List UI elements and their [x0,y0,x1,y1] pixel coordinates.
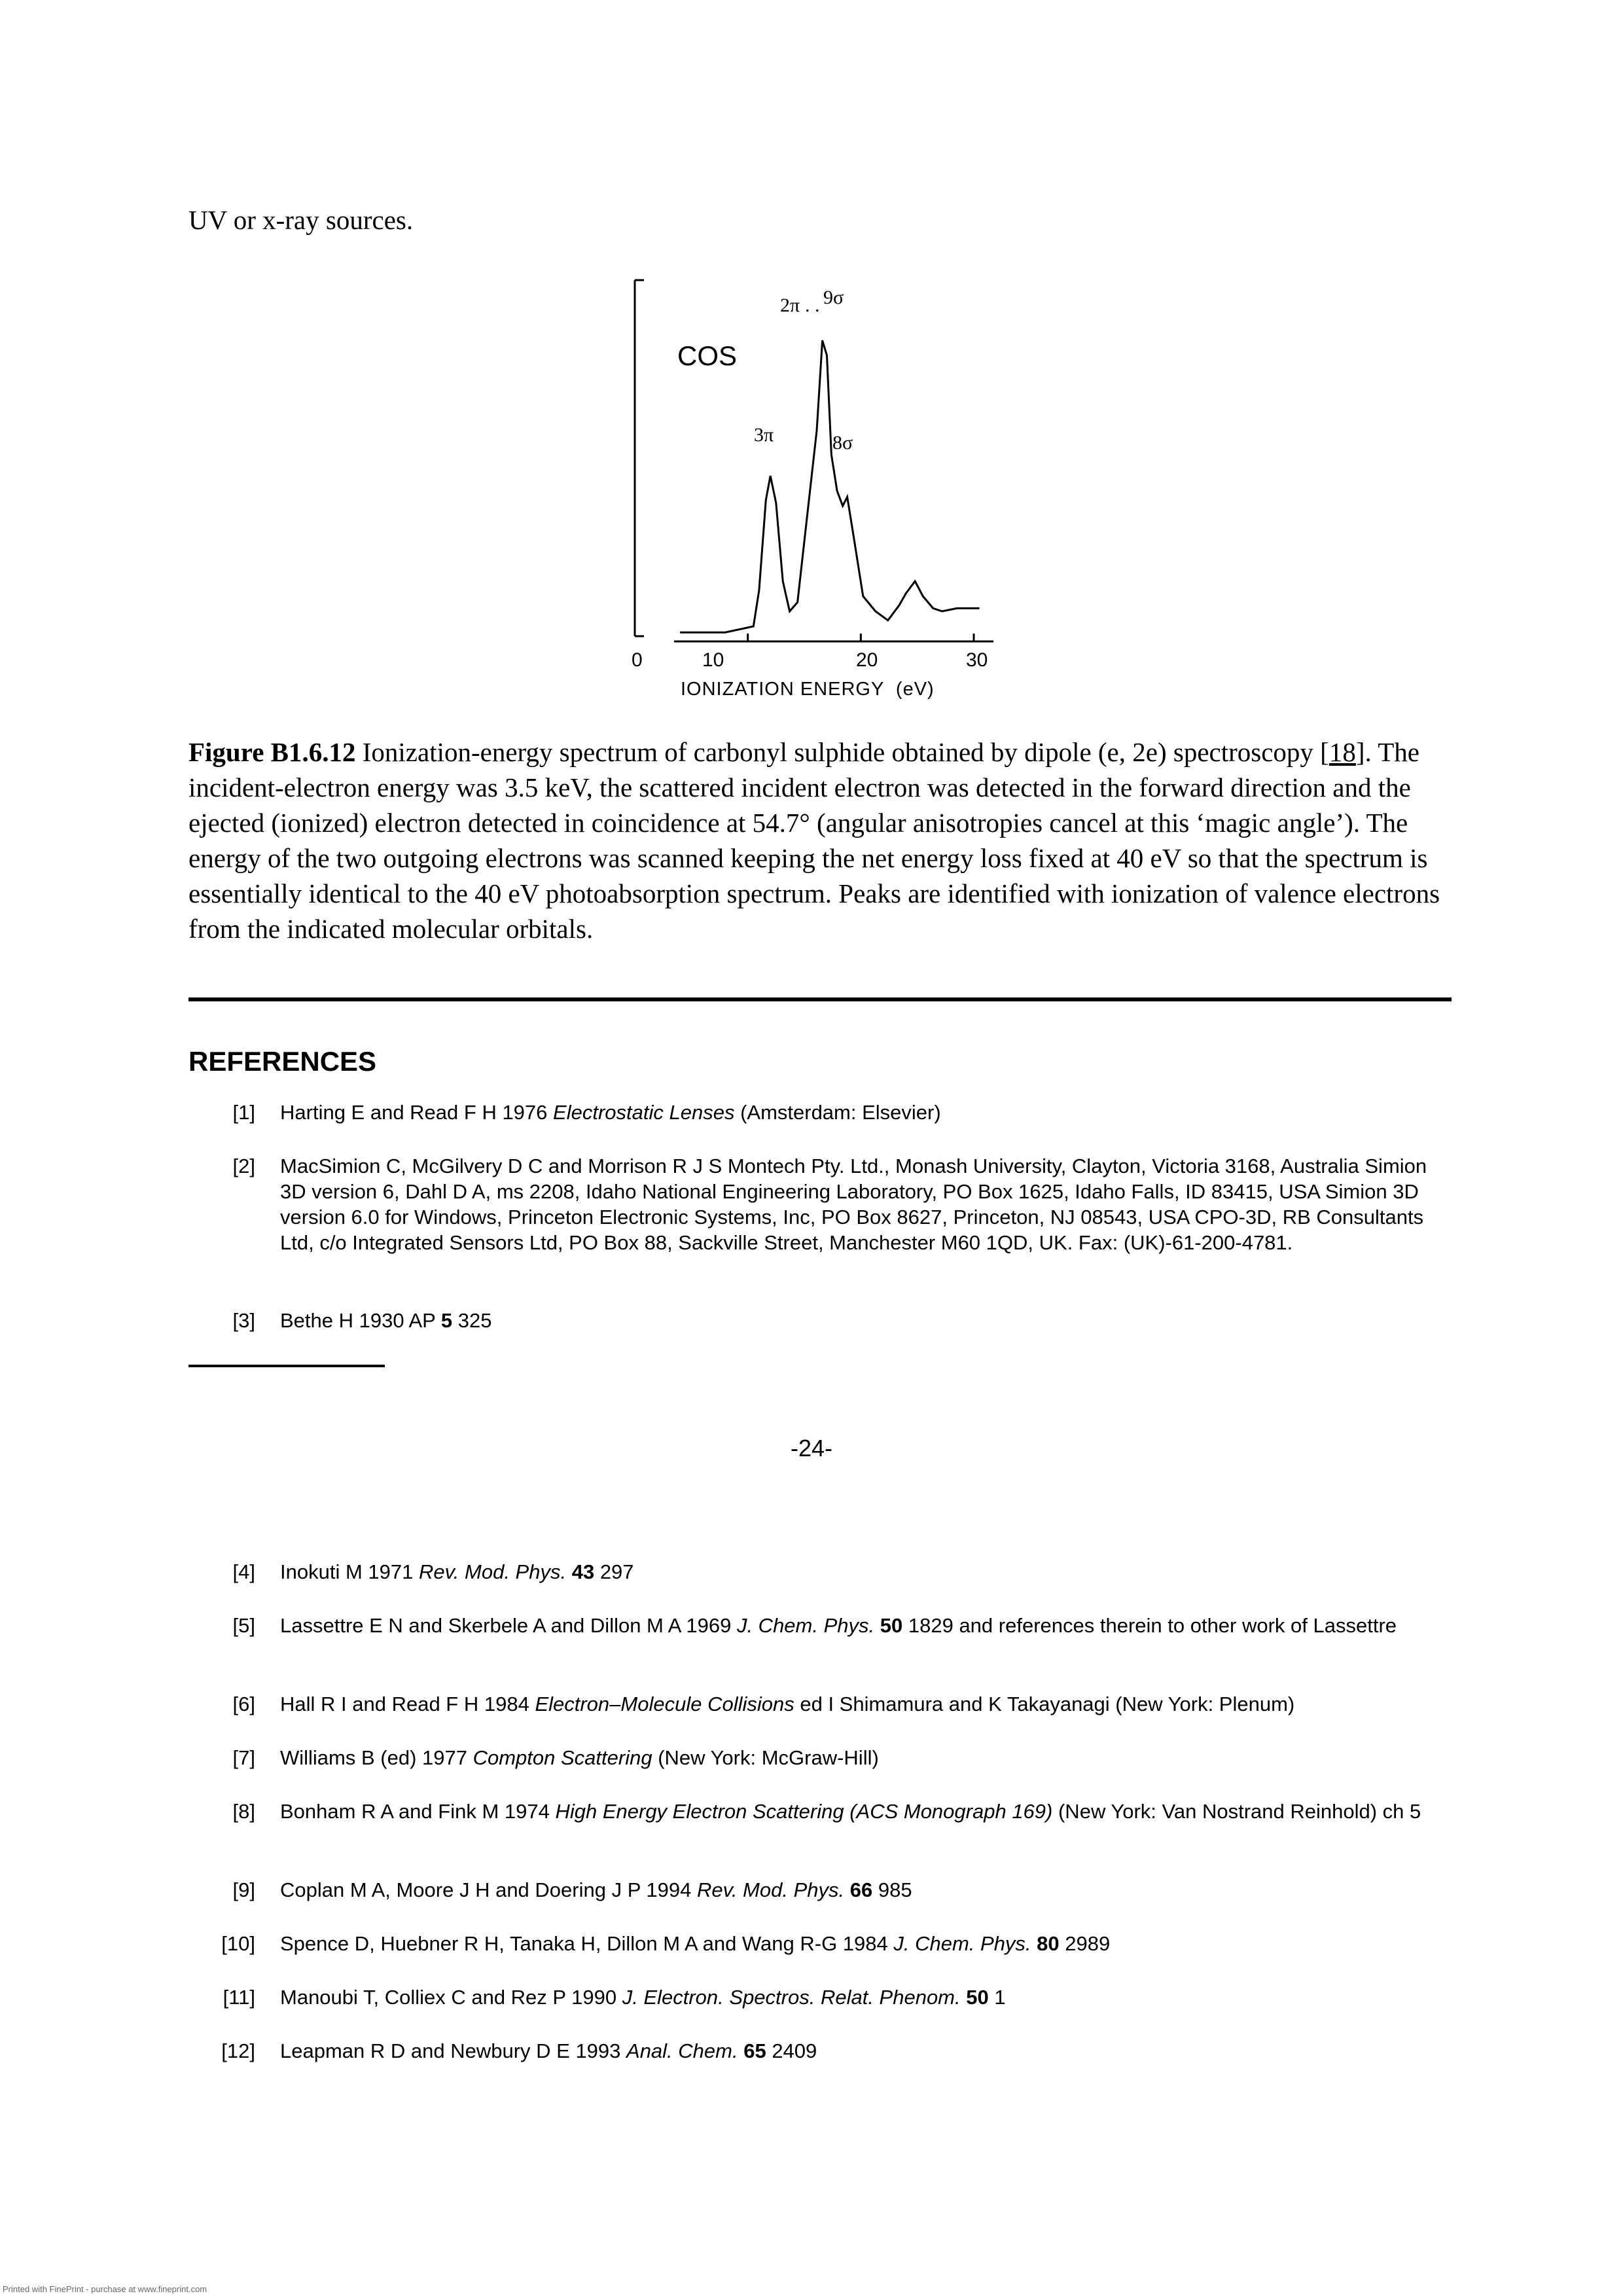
reference-number: [1] [232,1101,255,1124]
reference-text-tail: 1 [988,1986,1006,2009]
peak-label-dots: . . [805,295,820,316]
page-number: -24- [790,1435,833,1462]
reference-text-tail: (Amsterdam: Elsevier) [734,1101,941,1124]
reference-number: [9] [232,1878,255,1901]
reference-title: Compton Scattering [473,1746,652,1769]
x-tick-labels: 0 10 20 30 [632,649,988,671]
reference-number: [5] [232,1614,255,1637]
spectrum-figure: 0 10 20 30 IONIZATION ENERGY (eV) COS 3π… [615,275,1021,707]
caption-text-start: Ionization-energy spectrum of carbonyl s… [355,737,1329,767]
reference-text-tail: 1829 and references therein to other wor… [902,1614,1397,1637]
reference-volume: 50 [874,1614,903,1637]
peak-label-3pi: 3π [754,424,774,446]
reference-text: Harting E and Read F H 1976 [280,1101,554,1124]
reference-title: J. Chem. Phys. [736,1614,875,1637]
page-break-rule [188,1365,385,1367]
reference-title: Electrostatic Lenses [553,1101,735,1124]
x-tick-label: 20 [856,649,878,671]
reference-text: Bonham R A and Fink M 1974 [280,1800,556,1823]
reference-number: [3] [232,1309,255,1332]
caption-text-end: ]. The incident-electron energy was 3.5 … [188,737,1440,944]
reference-text-tail: 325 [452,1309,492,1332]
molecule-label: COS [677,340,737,371]
references-heading: REFERENCES [188,1046,377,1077]
reference-title: Rev. Mod. Phys. [697,1878,845,1901]
reference-text: Leapman R D and Newbury D E 1993 [280,2039,627,2062]
spectrum-series-line [680,340,980,634]
x-tick-label: 30 [966,649,988,671]
reference-text: Manoubi T, Colliex C and Rez P 1990 [280,1986,622,2009]
reference-title: High Energy Electron Scattering (ACS Mon… [555,1800,1053,1823]
x-tick-label: 0 [632,649,643,671]
x-axis-label: IONIZATION ENERGY (eV) [681,679,935,700]
reference-text-tail: (New York: Van Nostrand Reinhold) ch 5 [1052,1800,1421,1823]
figure-caption: Figure B1.6.12 Ionization-energy spectru… [188,734,1452,946]
reference-number: [6] [232,1693,255,1715]
reference-volume: 65 [738,2039,766,2062]
reference-volume: 43 [566,1560,595,1583]
reference-text-tail: 985 [872,1878,912,1901]
reference-volume: 50 [960,1986,989,2009]
reference-volume: 80 [1031,1932,1060,1955]
figure-label: Figure B1.6.12 [188,737,356,767]
reference-text: Lassettre E N and Skerbele A and Dillon … [280,1614,737,1637]
reference-title: Electron–Molecule Collisions [535,1693,794,1715]
reference-text-tail: 297 [594,1560,634,1583]
x-tick-marks [747,634,975,641]
citation-link[interactable]: 18 [1329,737,1356,767]
reference-number: [10] [221,1932,255,1955]
section-divider [188,997,1452,1001]
print-footer-note: Printed with FinePrint - purchase at www… [3,2284,207,2294]
reference-text: MacSimion C, McGilvery D C and Morrison … [280,1155,1427,1254]
reference-number: [11] [223,1986,255,2009]
reference-text: Williams B (ed) 1977 [280,1746,473,1769]
reference-title: Rev. Mod. Phys. [418,1560,567,1583]
reference-number: [4] [232,1560,255,1583]
reference-text-tail: ed I Shimamura and K Takayanagi (New Yor… [794,1693,1295,1715]
reference-title: J. Chem. Phys. [893,1932,1031,1955]
reference-title: J. Electron. Spectros. Relat. Phenom. [622,1986,961,2009]
peak-label-8sigma: 8σ [832,432,853,454]
top-text-line: UV or x-ray sources. [188,205,414,235]
reference-number: [12] [221,2039,255,2062]
spectrum-chart: 0 10 20 30 IONIZATION ENERGY (eV) COS 3π… [632,279,993,700]
reference-number: [7] [232,1746,255,1769]
reference-text: Bethe H 1930 AP [280,1309,441,1332]
reference-volume: 5 [440,1309,453,1332]
reference-text: Hall R I and Read F H 1984 [280,1693,535,1715]
reference-text: Spence D, Huebner R H, Tanaka H, Dillon … [280,1932,894,1955]
reference-volume: 66 [844,1878,873,1901]
x-tick-label: 10 [702,649,724,671]
reference-number: [2] [232,1155,255,1177]
peak-label-9sigma: 9σ [823,287,844,308]
reference-text: Inokuti M 1971 [280,1560,419,1583]
reference-number: [8] [232,1800,255,1823]
peak-label-2pi: 2π [780,295,800,316]
reference-text-tail: 2409 [766,2039,817,2062]
reference-title: Anal. Chem. [626,2039,738,2062]
reference-text-tail: 2989 [1059,1932,1111,1955]
reference-text: Coplan M A, Moore J H and Doering J P 19… [280,1878,697,1901]
reference-text-tail: (New York: McGraw-Hill) [652,1746,879,1769]
